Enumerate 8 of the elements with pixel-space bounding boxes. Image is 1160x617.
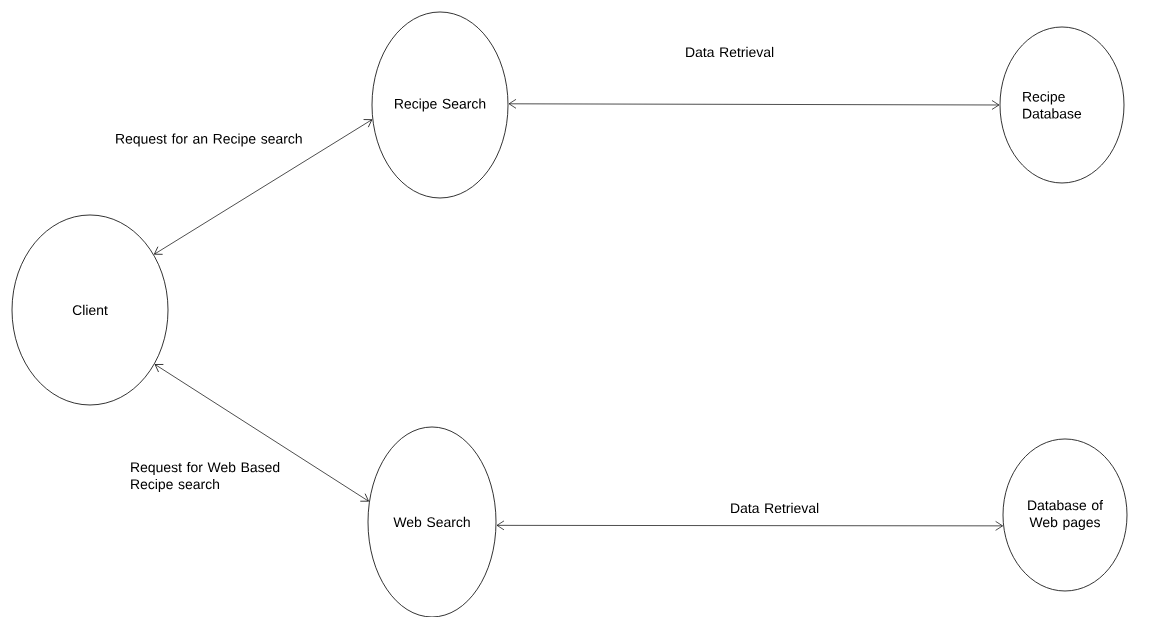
arrow (496, 520, 1003, 531)
edge-label: Request for Web Based Recipe search (131, 462, 280, 492)
edge-label: Data Retrieval (686, 46, 774, 58)
arrow (508, 99, 1000, 110)
edge-label: Data Retrieval (731, 502, 819, 514)
arrow (154, 364, 369, 502)
arrow (154, 119, 373, 255)
edge-label: Request for an Recipe search (116, 133, 302, 147)
